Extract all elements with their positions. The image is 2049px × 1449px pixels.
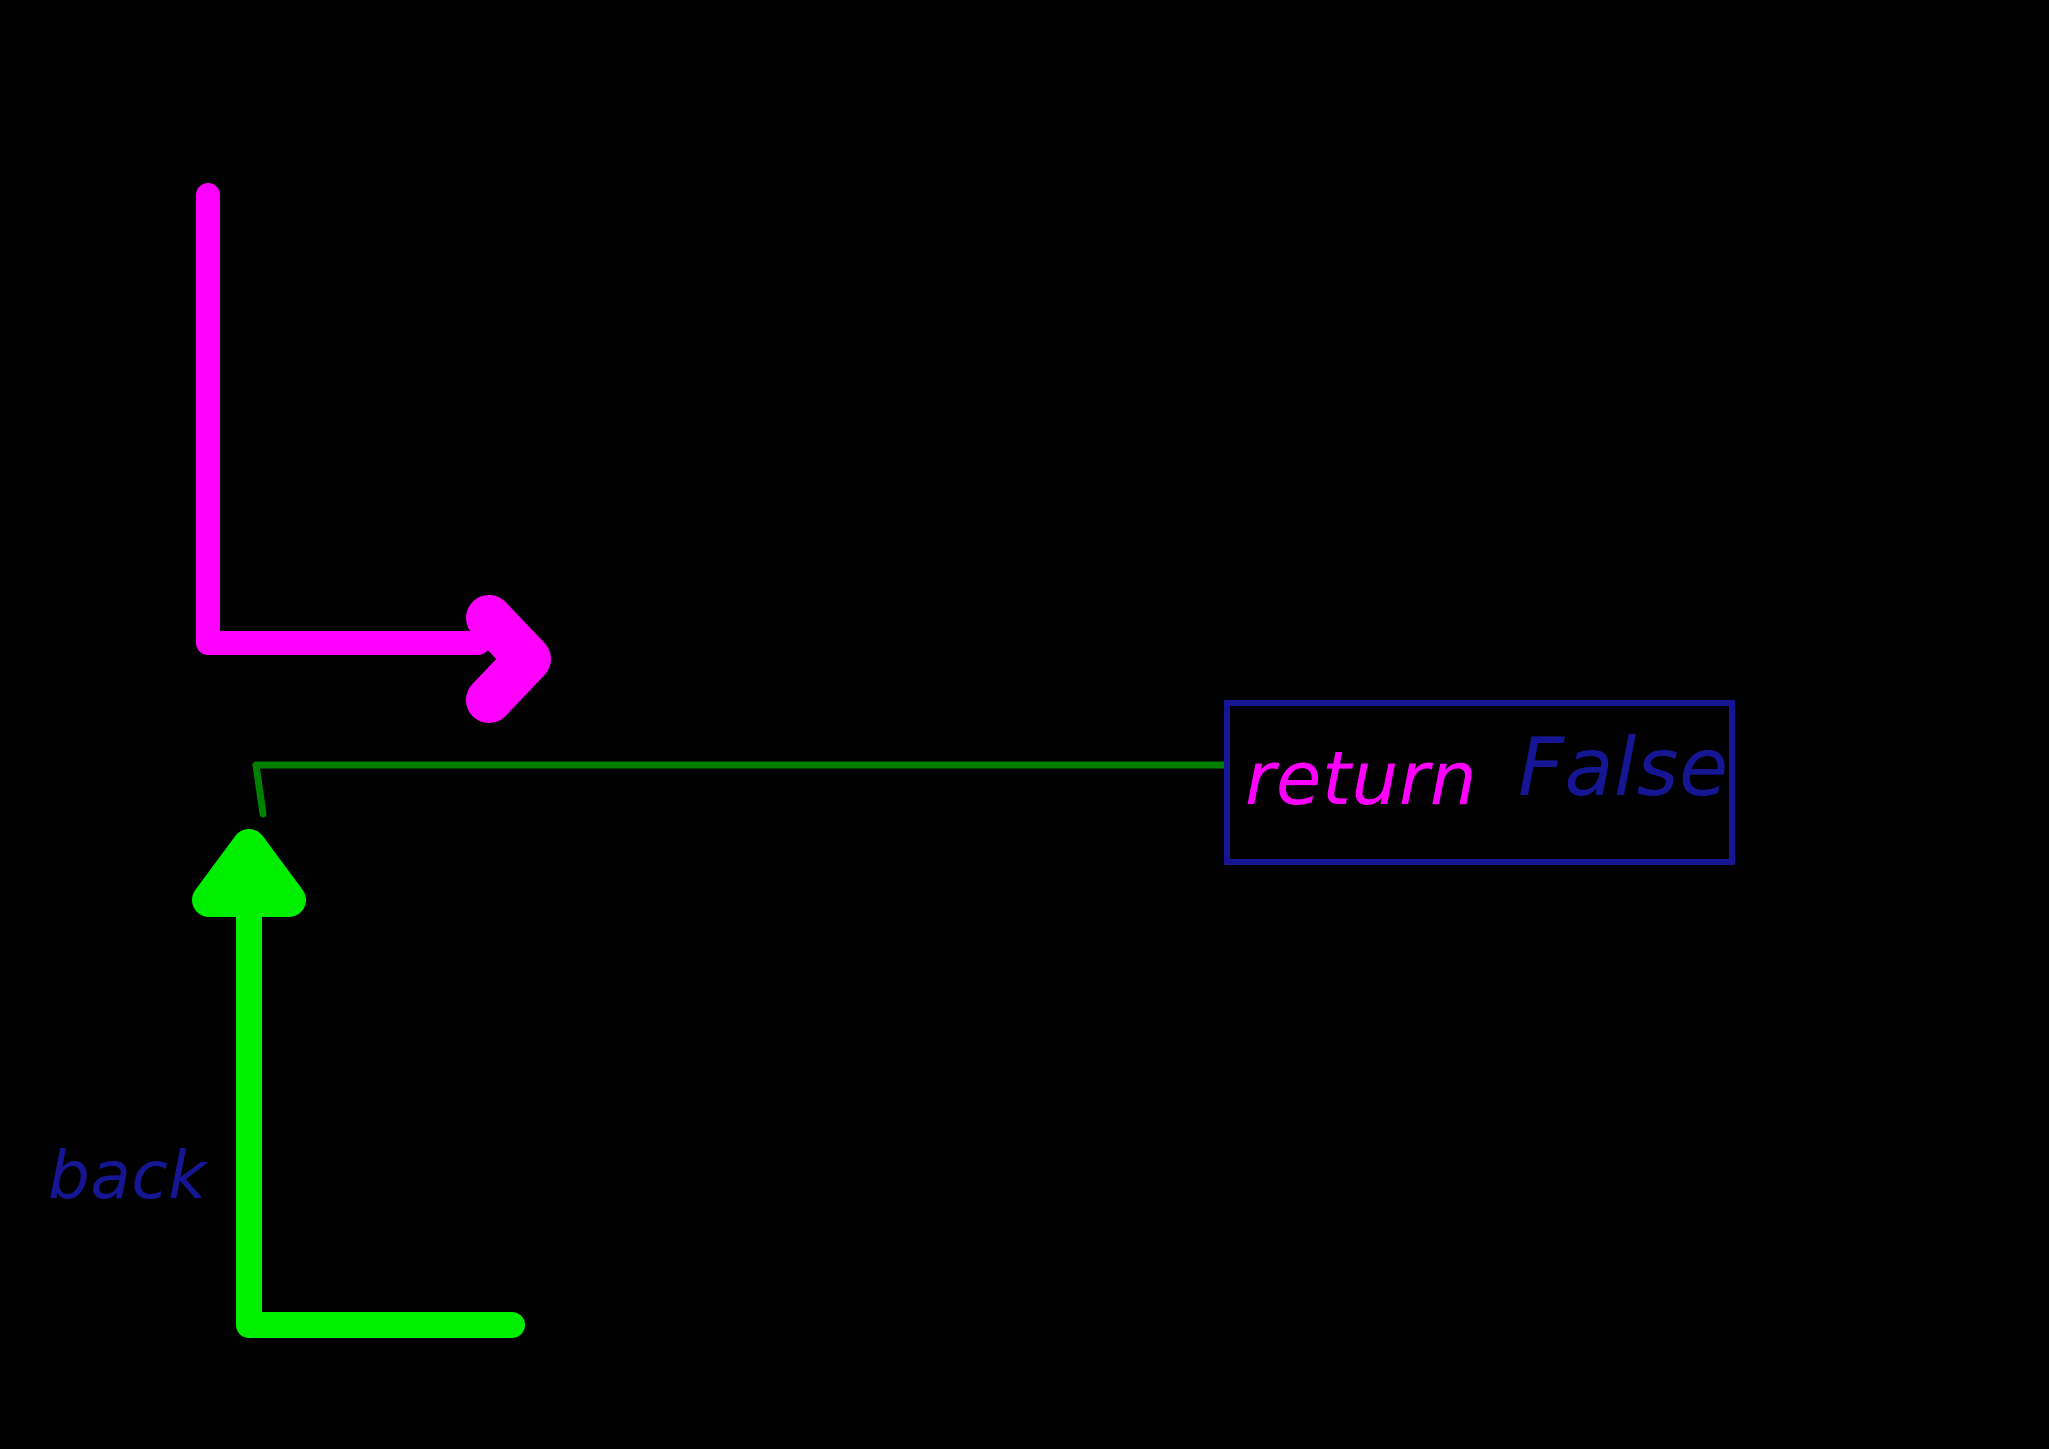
code-keyword-return: return — [1245, 736, 1478, 822]
magenta-down-right-arrow — [196, 183, 551, 723]
code-box-border — [1224, 700, 1735, 865]
green-up-arrow — [192, 829, 525, 1338]
magenta-arrow-head-icon — [466, 595, 551, 723]
green-arrow-shaft — [236, 887, 525, 1338]
back-label: back — [48, 1137, 207, 1214]
code-literal-false: False — [1518, 721, 1729, 814]
magenta-arrow-shaft — [196, 183, 490, 655]
green-arrow-head-icon — [192, 829, 306, 917]
green-connector-line — [252, 761, 1229, 818]
green-connector-path — [252, 761, 1229, 818]
